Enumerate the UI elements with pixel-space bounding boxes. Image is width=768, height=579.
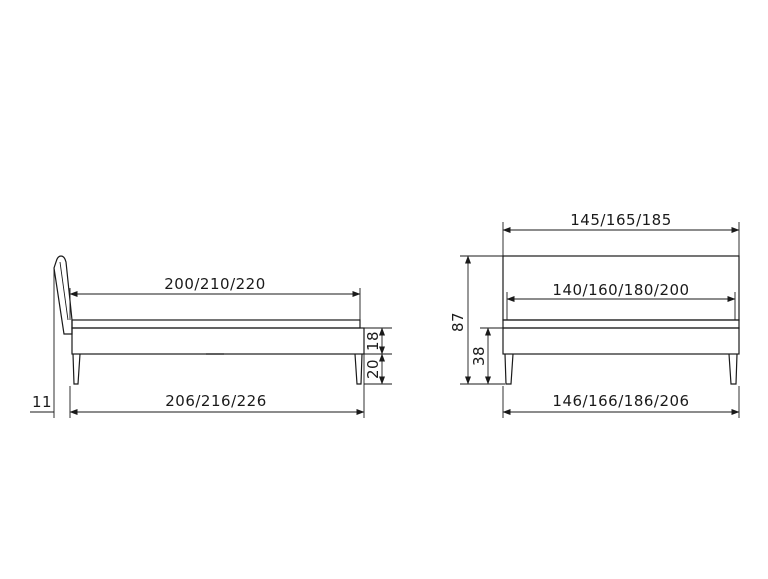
front-view: 145/165/185 140/160/180/200 146/166/186/… xyxy=(449,211,740,418)
side-headboard-inner xyxy=(59,261,69,321)
side-length-bottom-label: 206/216/226 xyxy=(165,392,267,410)
front-frame xyxy=(502,327,740,355)
side-headboard xyxy=(53,255,73,335)
front-height-87-label: 87 xyxy=(449,312,467,332)
front-height-38-label: 38 xyxy=(470,346,488,366)
front-leg-left xyxy=(504,353,514,385)
side-height-20-label: 20 xyxy=(364,359,382,379)
side-mattress xyxy=(71,319,361,329)
front-leg-right xyxy=(728,353,738,385)
side-frame-rail xyxy=(71,327,365,355)
front-mattress xyxy=(502,319,740,329)
side-view: 200/210/220 206/216/226 11 18 20 xyxy=(30,255,392,418)
side-leg-11-label: 11 xyxy=(32,393,52,411)
side-leg-rear xyxy=(354,353,363,385)
side-length-top-label: 200/210/220 xyxy=(164,275,266,293)
side-height-18-label: 18 xyxy=(364,331,382,351)
front-width-top-label: 145/165/185 xyxy=(570,211,672,229)
side-leg-front xyxy=(72,353,81,385)
front-width-bottom-label: 146/166/186/206 xyxy=(552,392,689,410)
front-width-inner-label: 140/160/180/200 xyxy=(552,281,689,299)
